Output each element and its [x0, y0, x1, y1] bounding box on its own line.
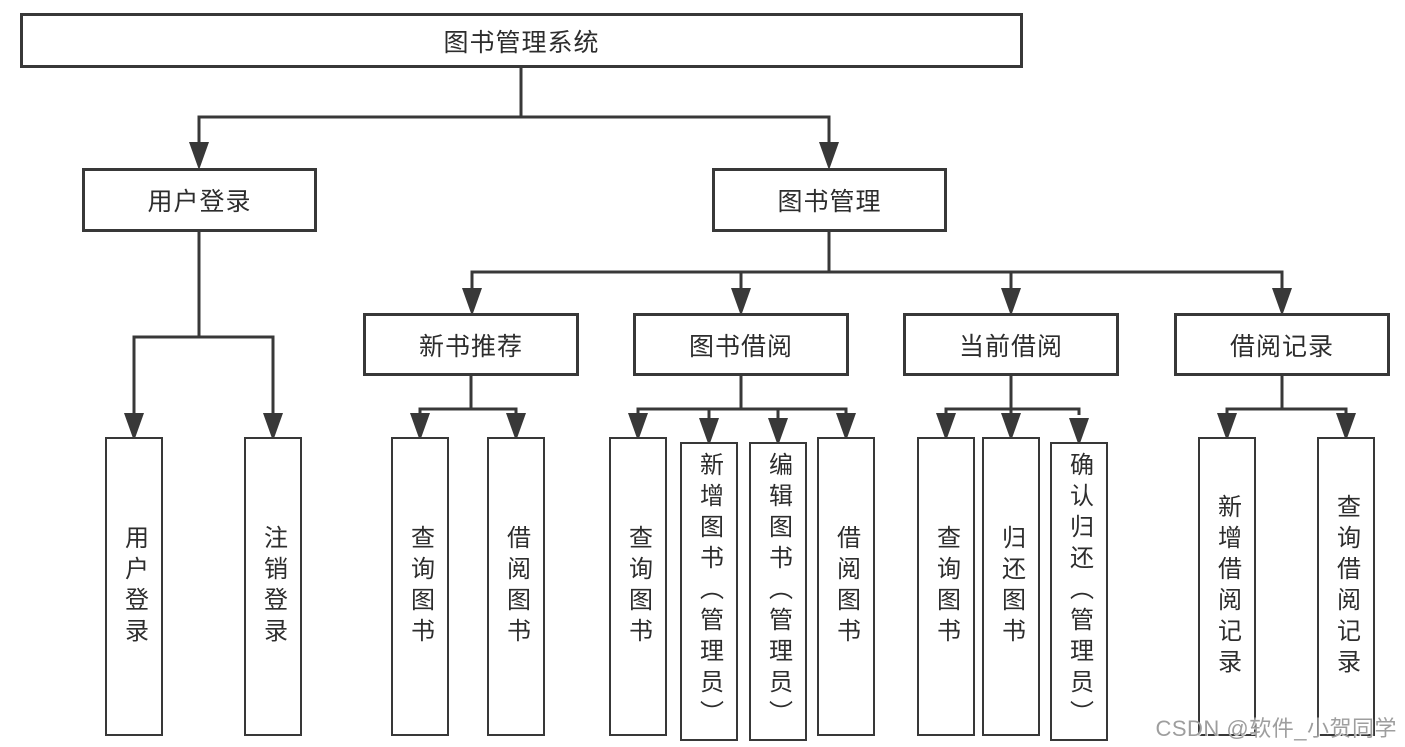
leaf-borrow-books-recommend: 借阅图书	[487, 437, 545, 736]
edge-level2-rail	[470, 270, 1284, 292]
node-book-management: 图书管理	[712, 168, 947, 232]
leaf-user-login: 用户登录	[105, 437, 163, 736]
node-book-borrowing: 图书借阅	[633, 313, 849, 376]
node-borrowing-records: 借阅记录	[1174, 313, 1390, 376]
node-current-borrowing: 当前借阅	[903, 313, 1119, 376]
leaf-query-borrow-record: 查询借阅记录	[1317, 437, 1375, 736]
leaf-add-borrow-record: 新增借阅记录	[1198, 437, 1256, 736]
leaf-confirm-return-admin: 确认归还（管理员）	[1050, 442, 1108, 741]
node-library-management-system: 图书管理系统	[20, 13, 1023, 68]
leaf-query-books-recommend: 查询图书	[391, 437, 449, 736]
leaf-query-books-borrowing: 查询图书	[609, 437, 667, 736]
arrowheads	[124, 142, 1356, 446]
leaf-return-books: 归还图书	[982, 437, 1040, 736]
node-new-book-recommendation: 新书推荐	[363, 313, 579, 376]
leaf-query-books-current: 查询图书	[917, 437, 975, 736]
connector-paths	[132, 68, 1348, 420]
edge-borrowing-rail	[636, 407, 848, 415]
leaf-logout-login: 注销登录	[244, 437, 302, 736]
node-user-login: 用户登录	[82, 168, 317, 232]
leaf-borrow-books-borrowing: 借阅图书	[817, 437, 875, 736]
edge-userlogin-rail	[132, 335, 275, 414]
edge-level1-rail	[197, 115, 831, 146]
leaf-edit-books-admin: 编辑图书（管理员）	[749, 442, 807, 741]
edge-newbook-rail	[418, 407, 518, 415]
leaf-add-books-admin: 新增图书（管理员）	[680, 442, 738, 741]
edge-records-rail	[1225, 407, 1348, 415]
csdn-watermark: CSDN @软件_小贺同学	[1155, 716, 1397, 741]
